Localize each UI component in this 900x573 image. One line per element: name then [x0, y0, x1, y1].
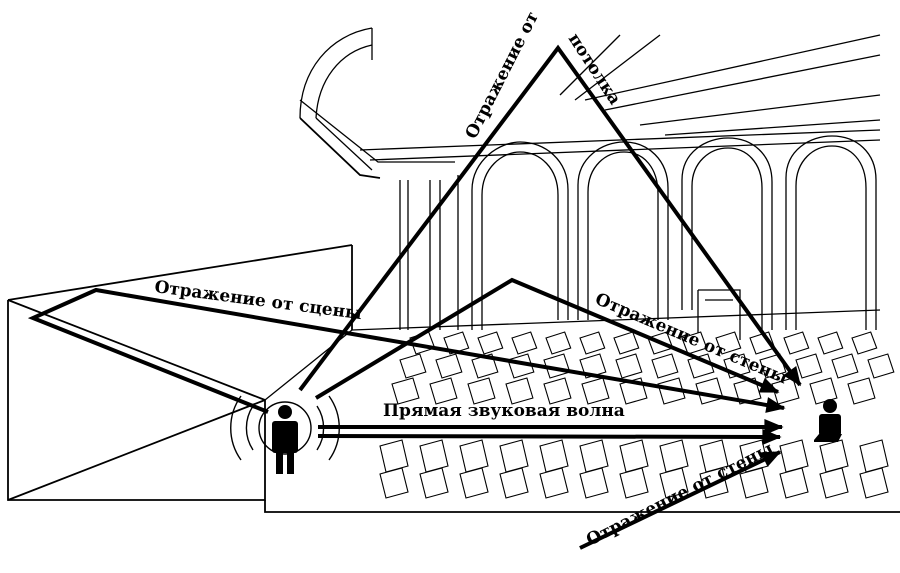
seat-slab — [379, 439, 409, 473]
audience-seating — [379, 331, 895, 499]
seat-slab — [847, 377, 876, 405]
seat-slab — [615, 353, 643, 379]
seat-slab — [739, 467, 769, 499]
person-speaker-icon — [272, 405, 298, 474]
seat-slab — [819, 439, 849, 473]
seat-slab — [817, 331, 844, 355]
seat-slab — [619, 439, 649, 473]
seat-slab — [659, 439, 689, 473]
seat-slab — [581, 377, 610, 405]
seat-slab — [467, 377, 496, 405]
seat-slab — [545, 331, 572, 355]
seat-slab — [687, 353, 715, 379]
seat-slab — [659, 467, 689, 499]
seat-slab — [699, 439, 729, 473]
ceiling-reflection-ray — [298, 44, 802, 392]
sound-wave-rings-icon — [230, 395, 340, 461]
seat-slab — [391, 377, 420, 405]
seat-slab — [619, 467, 649, 499]
seat-slab — [657, 377, 686, 405]
lower-wall-reflection-ray — [317, 428, 782, 445]
person-listener-icon — [814, 399, 842, 442]
seat-slab — [783, 331, 810, 355]
seat-slab — [859, 439, 889, 473]
seat-slab — [613, 331, 640, 355]
seat-slab — [651, 353, 679, 379]
seat-slab — [831, 353, 859, 379]
seat-slab — [681, 331, 708, 355]
seat-slab — [779, 439, 809, 473]
seat-slab — [859, 467, 889, 499]
seat-slab — [505, 377, 534, 405]
seat-slab — [419, 439, 449, 473]
seat-slab — [795, 353, 823, 379]
seat-slab — [459, 439, 489, 473]
seat-slab — [499, 467, 529, 499]
seat-slab — [579, 331, 606, 355]
seat-slab — [429, 377, 458, 405]
seat-slab — [779, 467, 809, 499]
seat-slab — [695, 377, 724, 405]
seat-slab — [379, 467, 409, 499]
seat-slab — [543, 377, 572, 405]
seat-slab — [579, 467, 609, 499]
seat-slab — [579, 439, 609, 473]
seat-slab — [715, 331, 742, 355]
seat-slab — [511, 331, 538, 355]
seat-slab — [419, 467, 449, 499]
seat-slab — [539, 467, 569, 499]
seat-slab — [459, 467, 489, 499]
seat-slab — [819, 467, 849, 499]
direct-wave-label: Прямая звуковая волна — [383, 401, 625, 421]
upper-wall-reflection-ray — [314, 277, 780, 400]
seat-slab — [851, 331, 878, 355]
stage-reflection-ray — [27, 287, 786, 414]
sound-rays — [27, 44, 802, 550]
seat-slab — [435, 353, 463, 379]
lower-wall-reflection-arrow — [579, 450, 782, 550]
seat-slab — [399, 353, 427, 379]
seat-slab — [867, 353, 895, 379]
seat-slab — [809, 377, 838, 405]
seat-slab — [477, 331, 504, 355]
seat-slab — [539, 439, 569, 473]
seat-slab — [499, 439, 529, 473]
